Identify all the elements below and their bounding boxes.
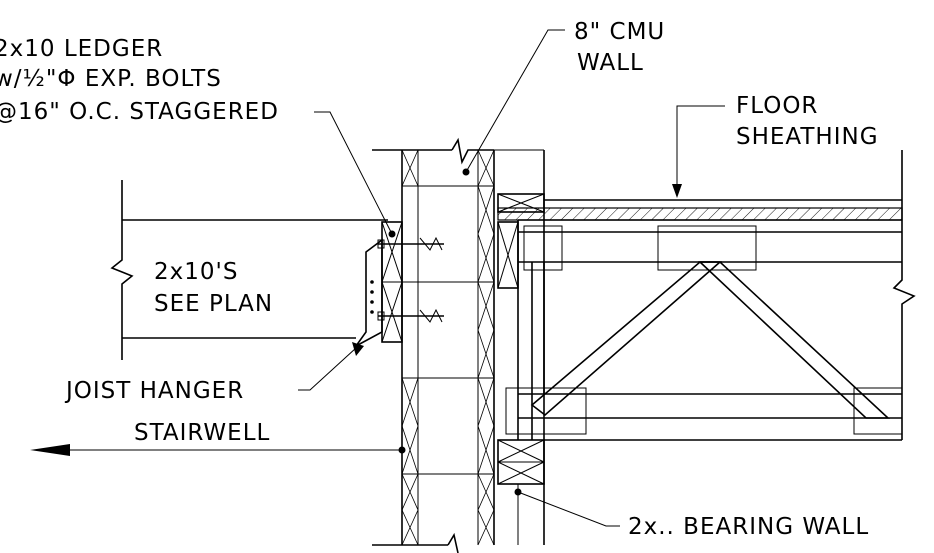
stairwell-label: STAIRWELL [134, 420, 270, 446]
cmu-wall-8in [372, 137, 495, 553]
ledger-2x10 [381, 221, 403, 343]
floor-sheathing-label-line2: SHEATHING [736, 124, 879, 150]
ledger-label-line3: @16" O.C. STAGGERED [0, 99, 279, 125]
cmu-wall-label-line2: WALL [577, 50, 644, 76]
bearing-wall-label: 2x.. BEARING WALL [628, 514, 869, 540]
expansion-bolts [377, 236, 444, 323]
floor-truss [505, 150, 916, 441]
ledger-label-line2: w/½"Φ EXP. BOLTS [0, 66, 222, 92]
joist-label-line2: SEE PLAN [154, 291, 273, 317]
floor-sheathing [497, 199, 903, 221]
floor-joist-2x10 [110, 180, 388, 360]
leader-lines [30, 29, 725, 527]
joist-hanger [355, 238, 383, 347]
ledger-label-line1: 2x10 LEDGER [0, 36, 163, 62]
floor-sheathing-label-line1: FLOOR [736, 93, 818, 119]
joist-hanger-label: JOIST HANGER [64, 378, 244, 404]
joist-label-line1: 2x10'S [154, 259, 238, 285]
cmu-wall-label-line1: 8" CMU [574, 19, 665, 45]
